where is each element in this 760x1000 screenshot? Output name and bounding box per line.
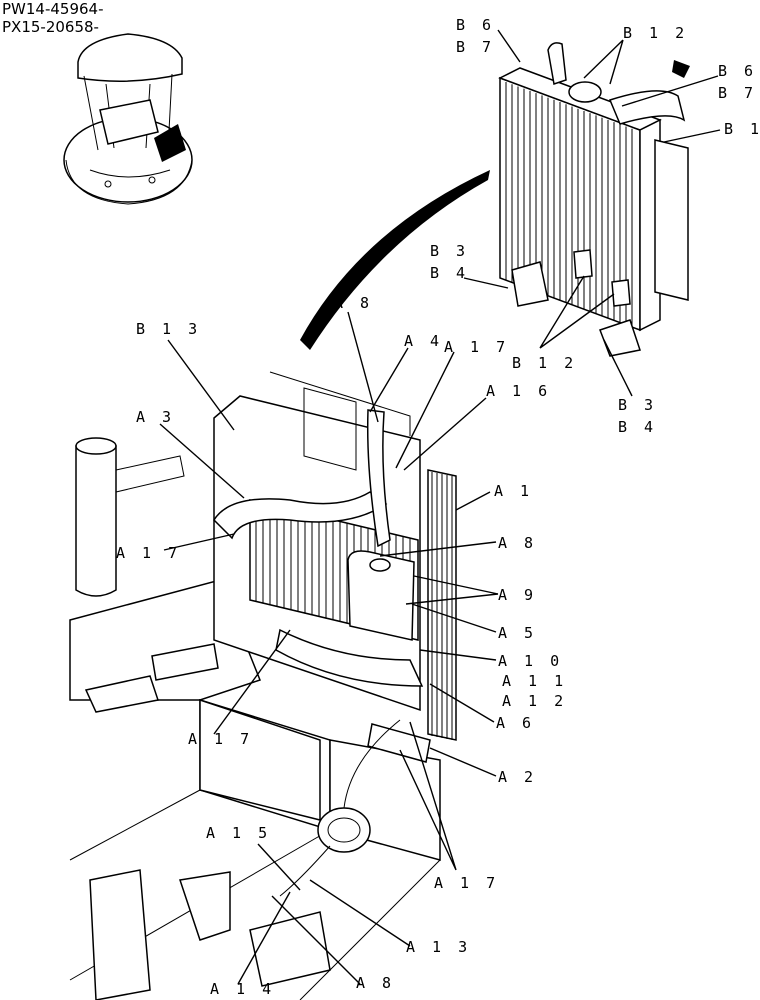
label-A12: A 1 2: [502, 692, 567, 710]
label-B7-right: B 7: [718, 84, 757, 102]
detail-pointer-arrow: [300, 170, 490, 350]
label-A15: A 1 5: [206, 824, 271, 842]
label-B13: B 1 3: [136, 320, 201, 338]
direction-arrow-icon: [672, 60, 690, 78]
label-A5: A 5: [498, 624, 537, 642]
label-A8-right: A 8: [498, 534, 537, 552]
serial-range-1: PW14-45964-: [2, 0, 104, 18]
label-A9: A 9: [498, 586, 537, 604]
label-A11: A 1 1: [502, 672, 567, 690]
label-B6-right: B 6: [718, 62, 757, 80]
radiator-core-detail: [498, 42, 690, 357]
label-A1: A 1: [494, 482, 533, 500]
callout-labels: B 6 B 7 B 1 2 B 6 B 7 B 1 B 3 B 4 B 1 2 …: [116, 16, 760, 998]
label-A4: A 4: [404, 332, 443, 350]
label-B12-bottom: B 1 2: [512, 354, 577, 372]
label-A8-top: A 8: [334, 294, 373, 312]
radiator-main-assembly: [69, 371, 457, 1000]
label-B7-top: B 7: [456, 38, 495, 56]
label-B4-left: B 4: [430, 264, 469, 282]
label-A8-bottom: A 8: [356, 974, 395, 992]
label-B3-left: B 3: [430, 242, 469, 260]
label-B12-top: B 1 2: [623, 24, 688, 42]
label-A2: A 2: [498, 768, 537, 786]
label-A13: A 1 3: [406, 938, 471, 956]
label-B4-bottom: B 4: [618, 418, 657, 436]
label-B3-bottom: B 3: [618, 396, 657, 414]
label-B6-top: B 6: [456, 16, 495, 34]
label-A17-bottomright: A 1 7: [434, 874, 499, 892]
label-A3: A 3: [136, 408, 175, 426]
serial-range-2: PX15-20658-: [2, 18, 99, 36]
label-A17-bottomleft: A 1 7: [188, 730, 253, 748]
label-A6: A 6: [496, 714, 535, 732]
leader-lines: [159, 29, 721, 985]
label-B1: B 1: [724, 120, 760, 138]
label-A10: A 1 0: [498, 652, 563, 670]
label-A14: A 1 4: [210, 980, 275, 998]
machine-overview-thumbnail: [63, 33, 193, 205]
label-A17-top: A 1 7: [444, 338, 509, 356]
label-A17-left: A 1 7: [116, 544, 181, 562]
label-A16: A 1 6: [486, 382, 551, 400]
